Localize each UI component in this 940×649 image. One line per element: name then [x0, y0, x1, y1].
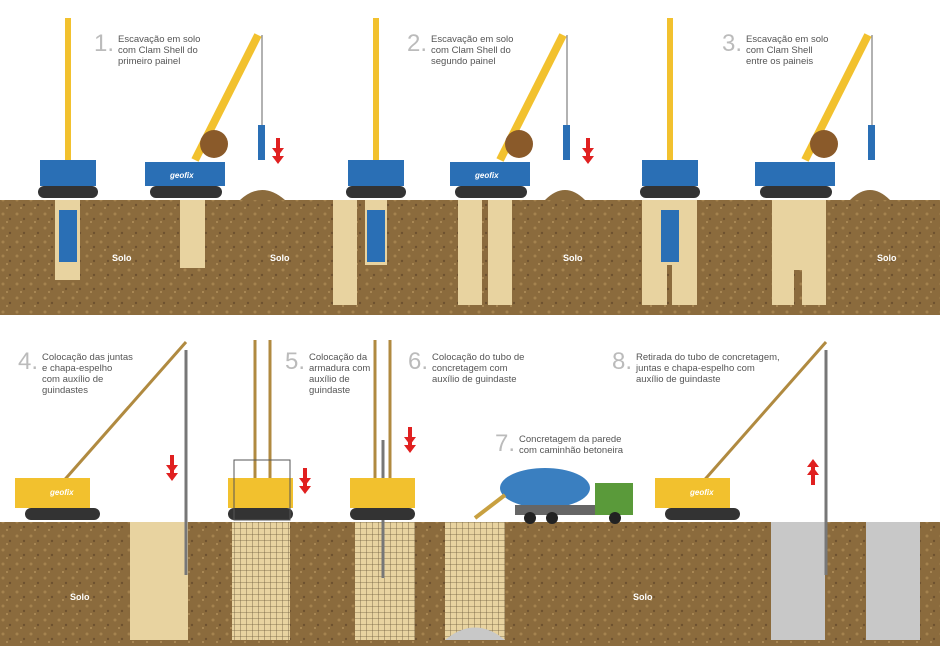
- arrow-down-icon: [404, 427, 416, 453]
- geofix-logo: geofix: [169, 171, 194, 180]
- soil-label: Solo: [563, 253, 583, 263]
- arrow-down-icon: [299, 468, 311, 494]
- geofix-logo: geofix: [474, 171, 499, 180]
- geofix-logo: geofix: [49, 488, 74, 497]
- step-7-caption: 7.Concretagem da parede com caminhão bet…: [495, 430, 624, 457]
- step-2-caption: 2.Escavação em solo com Clam Shell do se…: [407, 30, 514, 68]
- clamshell-rigs: [38, 18, 700, 262]
- step-3-caption: 3.Escavação em solo com Clam Shell entre…: [722, 30, 829, 68]
- panel-cage-6: [355, 522, 415, 640]
- soil-label: Solo: [112, 253, 132, 263]
- soil-label: Solo: [633, 592, 653, 602]
- panel-joints: [130, 522, 188, 640]
- soil-label: Solo: [270, 253, 290, 263]
- geofix-logo: geofix: [689, 488, 714, 497]
- soil-label: Solo: [877, 253, 897, 263]
- arrow-up-icon: [807, 459, 819, 485]
- soil-label: Solo: [70, 592, 90, 602]
- arrow-down-icon: [166, 455, 178, 481]
- concrete-panel-1: [771, 522, 825, 640]
- step-8-caption: 8.Retirada do tubo de concretagem, junta…: [612, 348, 780, 386]
- step-1-caption: 1.Escavação em solo com Clam Shell do pr…: [94, 30, 201, 68]
- step-4-caption: 4.Colocação das juntas e chapa-espelho c…: [18, 348, 133, 397]
- concrete-panel-2: [866, 522, 920, 640]
- lattice-cranes: [58, 340, 828, 490]
- panel-cage-7: [445, 522, 505, 640]
- step-6-caption: 6.Colocação do tubo de concretagem com a…: [408, 348, 525, 386]
- concrete-mixer-truck: [473, 468, 633, 524]
- step-5-caption: 5.Colocação da armadura com auxílio de g…: [285, 348, 371, 397]
- hydraulic-cranes: geofix geofix: [145, 33, 875, 198]
- panel-cage-5: [232, 522, 290, 640]
